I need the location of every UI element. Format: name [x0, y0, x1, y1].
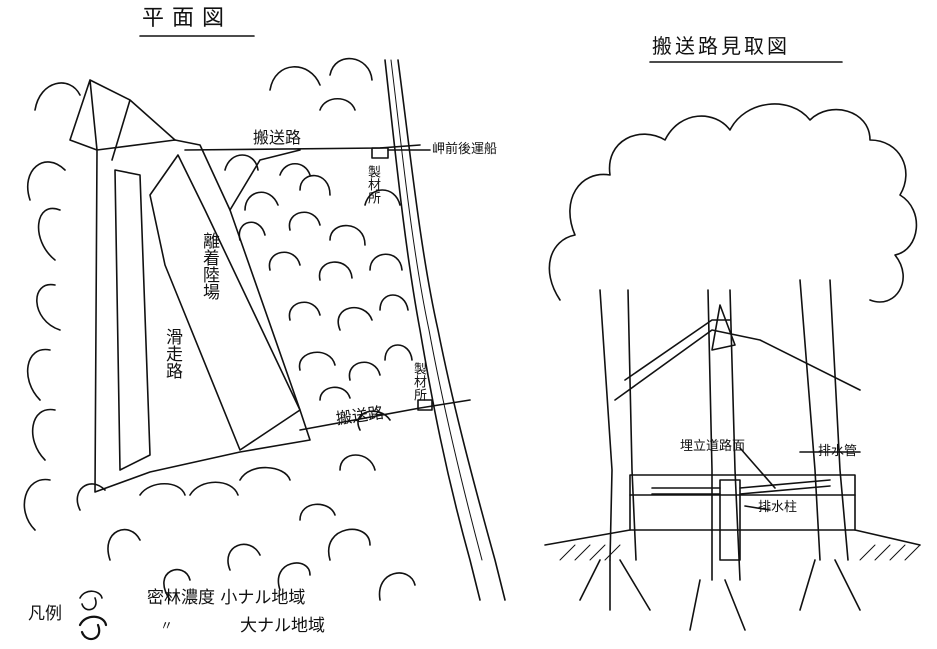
river-bank-left: [384, 59, 481, 601]
canopy-cross-beams: [614, 304, 861, 401]
tree-roots: [579, 559, 861, 631]
road-surface-label: 埋立道路面: [680, 439, 746, 454]
road-surface-leader: [739, 447, 776, 489]
tree-trunk-center: [707, 289, 741, 581]
airfield-outline: [94, 139, 311, 493]
taxiway-strip: [114, 169, 151, 471]
legend-mark-large: [78, 615, 108, 641]
lumber-mill-bottom-label: 製材所: [411, 362, 426, 401]
transport-road-top: [184, 144, 421, 211]
drain-post: [719, 479, 741, 561]
ground-hatch: [559, 544, 921, 561]
ship-note-label: 岬前後運船: [432, 142, 498, 157]
dense-forest-scallops: [23, 57, 416, 601]
landing-field-label: 離着陸場: [198, 232, 219, 300]
legend-mark-small: [79, 590, 103, 611]
tree-canopy: [548, 103, 918, 303]
river-bank-mid: [390, 59, 483, 561]
entry-lines: [69, 79, 176, 161]
taxiway-label: 滑走路: [161, 328, 182, 379]
lumber-mill-bottom-box: [417, 399, 433, 411]
plan-title: 平面図: [142, 6, 233, 31]
drain-pipe: [651, 479, 831, 495]
legend-row2-text: 大ナル地域: [240, 616, 325, 636]
plan-view: [23, 35, 506, 601]
road-bed: [629, 474, 856, 531]
legend-row1-text: 密林濃度 小ナル地域: [147, 588, 306, 608]
drain-post-leader: [744, 505, 771, 511]
legend-heading: 凡例: [28, 604, 62, 624]
tree-trunk-right: [799, 279, 849, 561]
section-view: [544, 61, 921, 631]
landing-strip: [149, 154, 301, 451]
river-bank-right: [397, 59, 506, 601]
section-title: 搬送路見取図: [652, 34, 790, 58]
legend-row2-mark: 〃: [160, 619, 174, 634]
ground-line: [544, 529, 921, 546]
drain-post-label: 排水柱: [758, 500, 798, 515]
drain-pipe-label: 排水管: [818, 444, 858, 459]
legend-marks: [78, 590, 108, 641]
lumber-mill-top-label: 製材所: [365, 165, 380, 204]
lumber-mill-top-box: [371, 147, 389, 159]
transport-road-top-label: 搬送路: [253, 128, 302, 147]
light-forest-scallops: [224, 154, 413, 401]
